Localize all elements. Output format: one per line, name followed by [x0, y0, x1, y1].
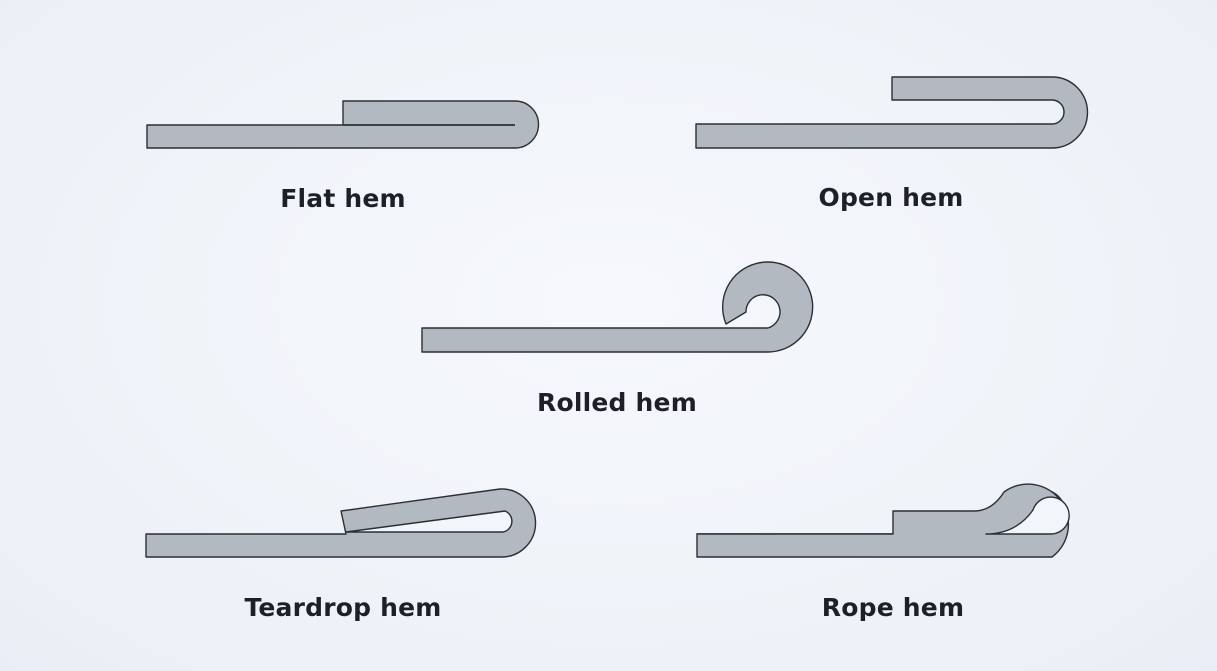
- open-hem-shape: [695, 76, 1089, 149]
- rolled-hem-label: Rolled hem: [537, 388, 697, 417]
- rope-hem-body: [696, 483, 1070, 558]
- rope-hem-label: Rope hem: [821, 593, 965, 622]
- rolled-hem-shape: [421, 261, 814, 353]
- teardrop-hem-shape: [145, 488, 537, 558]
- teardrop-hem-inner-loop: [345, 510, 513, 533]
- rope-hem-inner-loop: [985, 496, 1070, 535]
- teardrop-hem-label: Teardrop hem: [244, 593, 442, 622]
- open-hem-label: Open hem: [818, 183, 964, 212]
- flat-hem-label: Flat hem: [280, 184, 406, 213]
